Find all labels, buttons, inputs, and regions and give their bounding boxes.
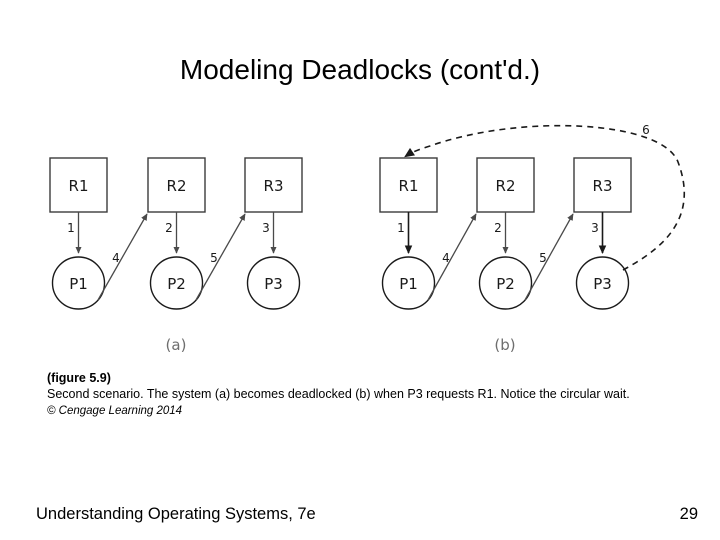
edge-label: 1 [397, 221, 405, 235]
panel-a-edge-5: 5 [195, 213, 246, 301]
process-label: P1 [69, 275, 88, 293]
panel-a-process-P1: P1 [51, 256, 106, 310]
process-circle [246, 256, 301, 310]
panel-b-process-P1: P1 [381, 256, 436, 310]
resource-label: R3 [593, 177, 613, 195]
edge-label: 2 [494, 221, 502, 235]
panel-b-resource-R3: R3 [573, 157, 632, 213]
edge-label: 6 [642, 123, 650, 137]
edge-label: 4 [442, 251, 450, 265]
panel-a-edge-1: 1 [67, 212, 82, 254]
panel-a-resource-R2: R2 [147, 157, 206, 213]
process-circle [381, 256, 436, 310]
process-label: P3 [593, 275, 612, 293]
panel-b-edge-4: 4 [427, 213, 477, 301]
process-circle [149, 256, 204, 310]
panel-a-process-P3: P3 [246, 256, 301, 310]
edge-arrow [97, 213, 148, 301]
process-circle [575, 256, 630, 310]
edge-arrow-dashed [404, 124, 685, 271]
panel-a-process-P2: P2 [149, 256, 204, 310]
panel-b-edge-5: 5 [524, 213, 574, 301]
resource-allocation-graph-svg: R1 R2 R3 P1 P2 [49, 123, 685, 354]
panel-b-resource-R2: R2 [476, 157, 535, 213]
process-label: P3 [264, 275, 283, 293]
resource-box [49, 157, 108, 213]
edge-arrow [524, 213, 574, 301]
process-label: P1 [399, 275, 418, 293]
panel-b-edge-1: 1 [397, 212, 413, 254]
figure-diagram: R1 R2 R3 P1 P2 [0, 100, 720, 370]
panel-label-b: (b) [494, 336, 515, 354]
panel-a-edge-2: 2 [165, 212, 180, 254]
process-label: P2 [167, 275, 186, 293]
process-circle [478, 256, 533, 310]
edge-label: 1 [67, 221, 75, 235]
figure-caption: (figure 5.9) Second scenario. The system… [47, 370, 687, 420]
panel-b: R1 R2 R3 P1 P2 [379, 123, 685, 354]
edge-label: 4 [112, 251, 120, 265]
resource-label: R1 [69, 177, 89, 195]
footer-page-number: 29 [679, 505, 698, 523]
process-circle [51, 256, 106, 310]
edge-label: 3 [262, 221, 270, 235]
panel-b-edge-3: 3 [591, 212, 607, 254]
panel-b-edge-6: 6 [404, 123, 685, 271]
resource-label: R2 [167, 177, 187, 195]
panel-a-edge-3: 3 [262, 212, 277, 254]
panel-b-edge-2: 2 [494, 212, 509, 254]
caption-credit: © Cengage Learning 2014 [47, 405, 183, 417]
resource-label: R3 [264, 177, 284, 195]
panel-b-process-P3: P3 [575, 256, 630, 310]
resource-label: R1 [399, 177, 419, 195]
resource-box [379, 157, 438, 213]
footer-book-title: Understanding Operating Systems, 7e [36, 505, 316, 523]
edge-arrow [195, 213, 246, 301]
resource-box [147, 157, 206, 213]
edge-arrow [427, 213, 477, 301]
page-title: Modeling Deadlocks (cont'd.) [179, 54, 541, 85]
resource-label: R2 [496, 177, 516, 195]
caption-figure-number: (figure 5.9) [47, 371, 111, 385]
edge-label: 5 [539, 251, 547, 265]
caption-body: Second scenario. The system (a) becomes … [47, 387, 630, 401]
panel-a: R1 R2 R3 P1 P2 [49, 157, 303, 354]
panel-a-edge-4: 4 [97, 213, 148, 301]
panel-b-resource-R1: R1 [379, 157, 438, 213]
edge-label: 2 [165, 221, 173, 235]
panel-a-resource-R1: R1 [49, 157, 108, 213]
panel-label-a: (a) [166, 336, 187, 354]
process-label: P2 [496, 275, 515, 293]
edge-label: 3 [591, 221, 599, 235]
edge-label: 5 [210, 251, 218, 265]
panel-a-resource-R3: R3 [244, 157, 303, 213]
panel-b-process-P2: P2 [478, 256, 533, 310]
